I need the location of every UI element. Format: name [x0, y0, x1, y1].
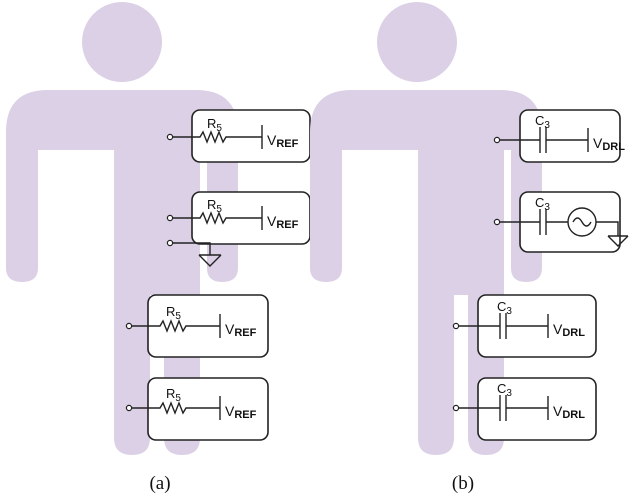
electrode-terminal — [166, 239, 174, 247]
source-label: VREF — [267, 213, 299, 231]
source-label: VDRL — [553, 321, 585, 339]
electrode-terminal — [452, 322, 460, 330]
circuit-a-1: R5 VREF — [166, 109, 311, 163]
source-label: VDRL — [553, 403, 585, 421]
component-label: R5 — [207, 116, 222, 134]
panel-b: C3 VDRL C3 — [310, 2, 629, 494]
electrode-terminal — [452, 404, 460, 412]
component-label: R5 — [166, 304, 181, 322]
circuit-b-4: C3 VDRL — [452, 377, 597, 441]
component-label: C3 — [535, 195, 550, 213]
ground-wire — [172, 242, 211, 255]
circuit-a-3: R5 VREF — [125, 294, 269, 358]
circuit-box — [519, 109, 621, 163]
electrode-terminal — [125, 322, 133, 330]
electrode-terminal — [166, 133, 174, 141]
ground-icon — [198, 254, 222, 267]
source-label: VDRL — [593, 135, 625, 153]
panel-caption: (a) — [149, 473, 170, 494]
component-label: R5 — [207, 197, 222, 215]
circuit-b-2: C3 — [493, 191, 629, 253]
panel-caption: (b) — [452, 473, 474, 494]
circuit-box — [477, 377, 597, 441]
resistor-icon — [131, 319, 220, 333]
ground-wire — [596, 221, 619, 236]
electrode-terminal — [125, 404, 133, 412]
circuit-box — [147, 377, 269, 441]
panel-a: R5 VREF R5 VREF R5 VREF — [6, 2, 311, 494]
resistor-icon — [172, 211, 262, 225]
source-label: VREF — [225, 403, 257, 421]
circuit-a-2: R5 VREF — [166, 191, 311, 267]
circuit-b-3: C3 VDRL — [452, 294, 597, 358]
component-label: R5 — [166, 386, 181, 404]
circuit-b-1: C3 VDRL — [493, 109, 625, 163]
resistor-icon — [131, 401, 220, 415]
component-label: C3 — [535, 113, 550, 131]
ground-icon — [607, 235, 629, 247]
electrode-terminal — [493, 218, 501, 226]
human-silhouette-b — [310, 2, 542, 455]
component-label: C3 — [497, 299, 512, 317]
electrode-terminal — [493, 136, 501, 144]
electrode-terminal — [166, 214, 174, 222]
component-label: C3 — [497, 381, 512, 399]
human-silhouette-a — [6, 2, 238, 455]
resistor-icon — [172, 130, 262, 144]
source-label: VREF — [225, 321, 257, 339]
source-label: VREF — [267, 132, 299, 150]
circuit-a-4: R5 VREF — [125, 377, 269, 441]
